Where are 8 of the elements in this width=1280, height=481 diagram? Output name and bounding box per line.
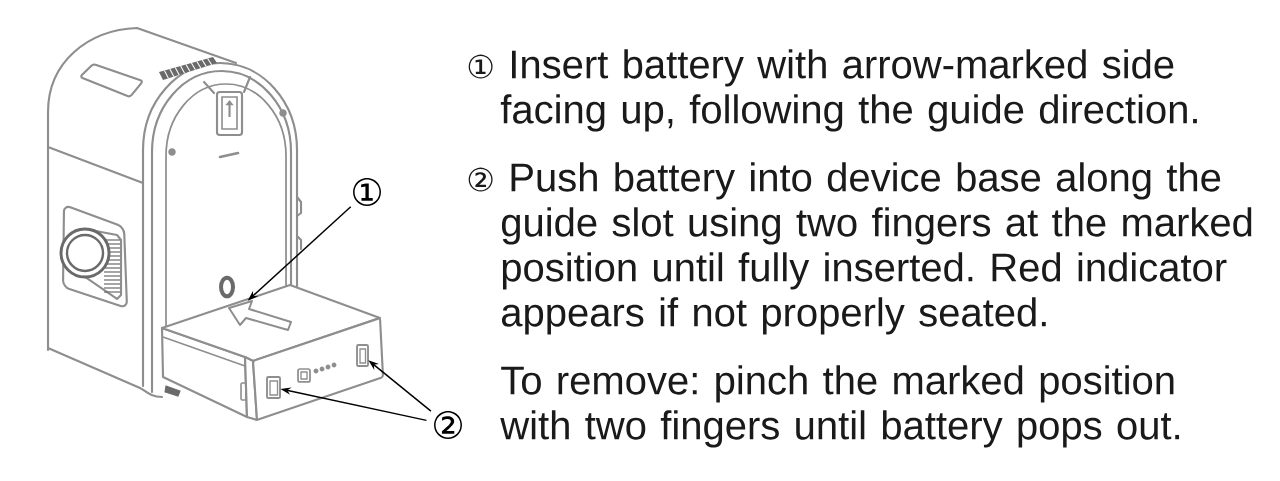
- instruction-text: ② Push battery into device base along the guide slot using two fingers at the marked position until fully inserted. Red indicator appears if not properly seated.: [468, 162, 1252, 335]
- callout-number: ①: [353, 178, 381, 206]
- grip-slot: [356, 344, 369, 367]
- instruction-text: To remove: pinch the marked position with two fingers until battery pops out.: [500, 365, 1180, 448]
- callout-number: ②: [434, 411, 462, 439]
- instruction-text: ① Insert battery with arrow-marked side facing up, following the guide direction.: [468, 49, 1197, 132]
- grip-slot: [266, 376, 281, 399]
- arrow-marking: [228, 300, 292, 331]
